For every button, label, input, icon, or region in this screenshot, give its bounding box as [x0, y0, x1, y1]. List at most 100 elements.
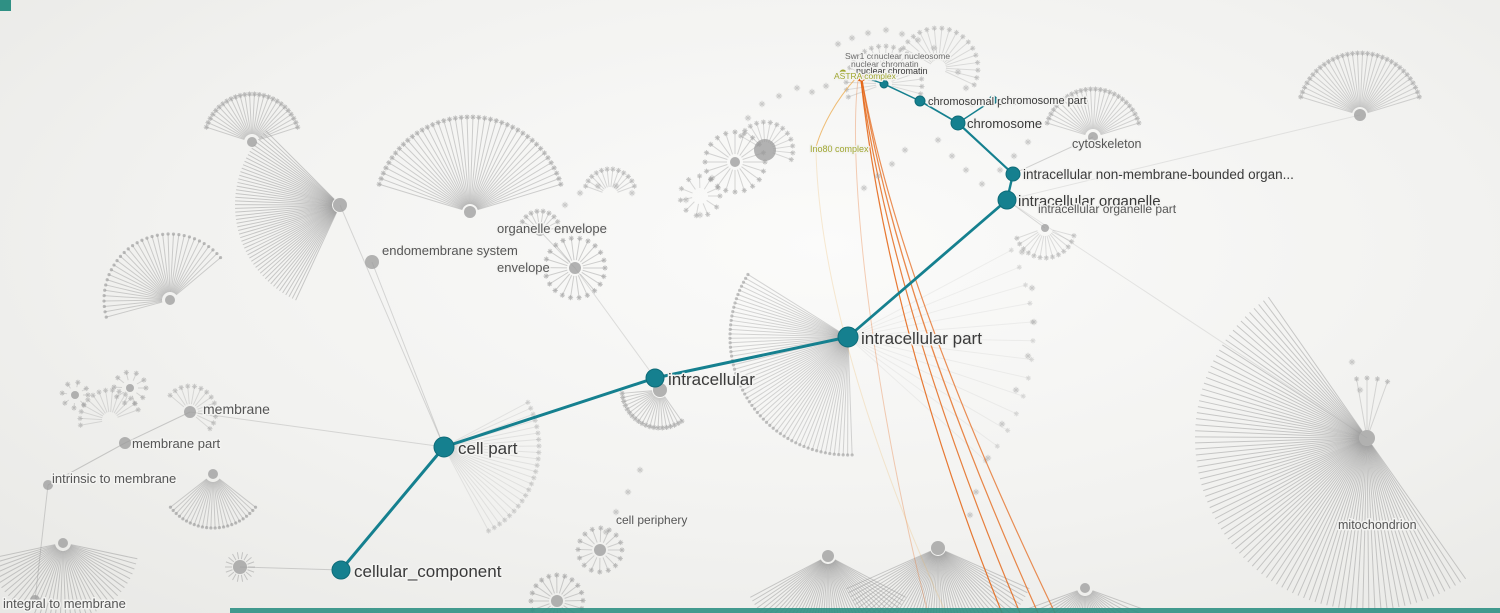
- gray-edge: [189, 411, 445, 448]
- leaf-cluster: [677, 173, 723, 219]
- term-label-nuclear_nucleosome[interactable]: nuclear nucleosome: [873, 50, 952, 63]
- orange-path-edge: [855, 79, 929, 613]
- gray-term-node[interactable]: [126, 384, 134, 392]
- gray-term-node[interactable]: [43, 480, 53, 490]
- gray-edge: [339, 204, 445, 448]
- term-label-nuclear_chromatin_2[interactable]: nuclear chromatin: [855, 65, 930, 78]
- term-label-cell_periphery[interactable]: cell periphery: [615, 512, 689, 529]
- gray-term-node[interactable]: [1359, 430, 1375, 446]
- gray-term-node[interactable]: [1080, 583, 1090, 593]
- layer-stars: [561, 26, 1364, 536]
- gray-term-node[interactable]: [165, 295, 175, 305]
- gray-term-node[interactable]: [1041, 224, 1049, 232]
- gray-term-node[interactable]: [822, 550, 834, 562]
- layer-teal-edges: [339, 75, 1015, 572]
- gray-term-node[interactable]: [365, 255, 379, 269]
- ui-accent-bottom-bar: [230, 608, 1500, 613]
- gray-term-node[interactable]: [535, 226, 545, 236]
- orange-path-edge: [861, 79, 1039, 613]
- gray-term-node[interactable]: [1354, 109, 1366, 121]
- highlight-edge-cell_part--intracellular: [442, 376, 657, 449]
- term-label-cellular_component[interactable]: cellular_component: [353, 561, 504, 583]
- term-label-cell_part[interactable]: cell part: [457, 438, 520, 460]
- term-label-integral_to_membrane[interactable]: integral to membrane: [2, 595, 128, 613]
- gray-term-node[interactable]: [71, 391, 79, 399]
- gray-term-node[interactable]: [1088, 132, 1098, 142]
- gray-term-node[interactable]: [931, 541, 945, 555]
- leaf-cluster: [1195, 296, 1467, 610]
- gray-term-node[interactable]: [594, 544, 606, 556]
- term-label-ino80_complex[interactable]: Ino80 complex: [809, 143, 871, 156]
- gray-term-node[interactable]: [119, 437, 131, 449]
- layer-labels[interactable]: cellular_component cell part intracellular…: [2, 50, 1419, 613]
- term-label-intracellular_organelle[interactable]: intracellular organelle: [1017, 192, 1163, 212]
- leaf-cluster: [167, 383, 219, 432]
- term-label-mitochondrion[interactable]: mitochondrion: [1337, 517, 1419, 534]
- term-node-ino80_complex_node[interactable]: [812, 147, 818, 153]
- highlight-edge-intracellular--intracellular_part: [653, 335, 850, 380]
- term-label-organelle_envelope[interactable]: organelle envelope: [496, 220, 609, 238]
- gray-edge: [47, 442, 126, 486]
- term-label-intracellular[interactable]: intracellular: [667, 369, 757, 391]
- gray-term-node[interactable]: [184, 406, 196, 418]
- term-node-intracellular[interactable]: [645, 368, 665, 388]
- orange-path-edge: [815, 151, 947, 613]
- term-node-chromosomal_part[interactable]: [914, 95, 926, 107]
- layer-nodes[interactable]: [331, 69, 1021, 580]
- term-node-cell_part[interactable]: [433, 436, 455, 458]
- term-label-astra_complex[interactable]: ASTRA complex: [833, 70, 899, 83]
- gray-term-node[interactable]: [569, 262, 581, 274]
- term-node-cellular_component[interactable]: [331, 560, 351, 580]
- leaf-cluster: [1014, 229, 1077, 261]
- gray-term-node[interactable]: [464, 206, 476, 218]
- gray-edge: [1006, 199, 1368, 439]
- highlight-edge-intracellular_part--intracellular_organelle: [846, 198, 1009, 339]
- term-label-swr1_complex[interactable]: Swr1 complex: [844, 50, 901, 63]
- term-label-nuclear_chromatin_1[interactable]: nuclear chromatin: [850, 58, 921, 71]
- term-node-chromosome[interactable]: [950, 115, 966, 131]
- leaf-cluster: [376, 114, 564, 211]
- layer-gray-edges: [34, 114, 1368, 601]
- layer-gray-nodes: [30, 109, 1375, 607]
- leaf-cluster: [59, 379, 91, 411]
- leaf-cluster: [447, 399, 542, 534]
- term-node-nuclear_chromatin_node[interactable]: [855, 70, 867, 82]
- term-label-chromosomal_part[interactable]: chromosomal part: [927, 95, 1018, 110]
- term-label-chromosome_part[interactable]: chromosome part: [1000, 94, 1089, 109]
- term-label-intracellular_organelle_part[interactable]: intracellular organelle part: [1037, 201, 1179, 218]
- term-node-chromosome_part[interactable]: [988, 95, 998, 105]
- term-label-intrinsic_to_membrane[interactable]: intrinsic to membrane: [51, 470, 178, 488]
- term-label-chromosome[interactable]: chromosome: [966, 115, 1044, 133]
- gray-term-node[interactable]: [233, 560, 247, 574]
- gray-term-node[interactable]: [247, 137, 257, 147]
- term-label-cytoskeleton[interactable]: cytoskeleton: [1071, 136, 1144, 153]
- leaf-cluster: [102, 232, 223, 319]
- leaf-cluster: [203, 91, 301, 141]
- term-label-intracellular_part[interactable]: intracellular part: [860, 328, 984, 350]
- term-label-intracellular_nmb_organelle[interactable]: intracellular non-membrane-bounded organ…: [1022, 166, 1296, 184]
- gray-term-node[interactable]: [30, 595, 40, 605]
- gray-term-node[interactable]: [208, 469, 218, 479]
- gray-term-node[interactable]: [754, 139, 776, 161]
- term-node-hub[interactable]: [879, 79, 889, 89]
- gray-edge: [371, 261, 445, 448]
- gray-edge: [539, 230, 576, 269]
- leaf-cluster: [1298, 50, 1422, 114]
- gray-term-node[interactable]: [551, 595, 563, 607]
- term-node-astra_complex_node[interactable]: [839, 69, 847, 77]
- term-label-membrane[interactable]: membrane: [202, 400, 272, 419]
- term-node-intracellular_organelle[interactable]: [997, 190, 1017, 210]
- leaf-cluster: [728, 272, 854, 457]
- gray-term-node[interactable]: [58, 538, 68, 548]
- leaf-cluster: [846, 550, 1030, 613]
- term-label-envelope[interactable]: envelope: [496, 259, 552, 277]
- leaf-cluster: [853, 247, 1036, 464]
- term-node-intracellular_nmb_organelle[interactable]: [1005, 166, 1021, 182]
- gray-term-node[interactable]: [730, 157, 740, 167]
- term-node-intracellular_part[interactable]: [837, 326, 859, 348]
- term-label-membrane_part[interactable]: membrane part: [131, 435, 223, 453]
- term-label-endomembrane_system[interactable]: endomembrane system: [381, 242, 520, 260]
- gray-term-node[interactable]: [333, 198, 347, 212]
